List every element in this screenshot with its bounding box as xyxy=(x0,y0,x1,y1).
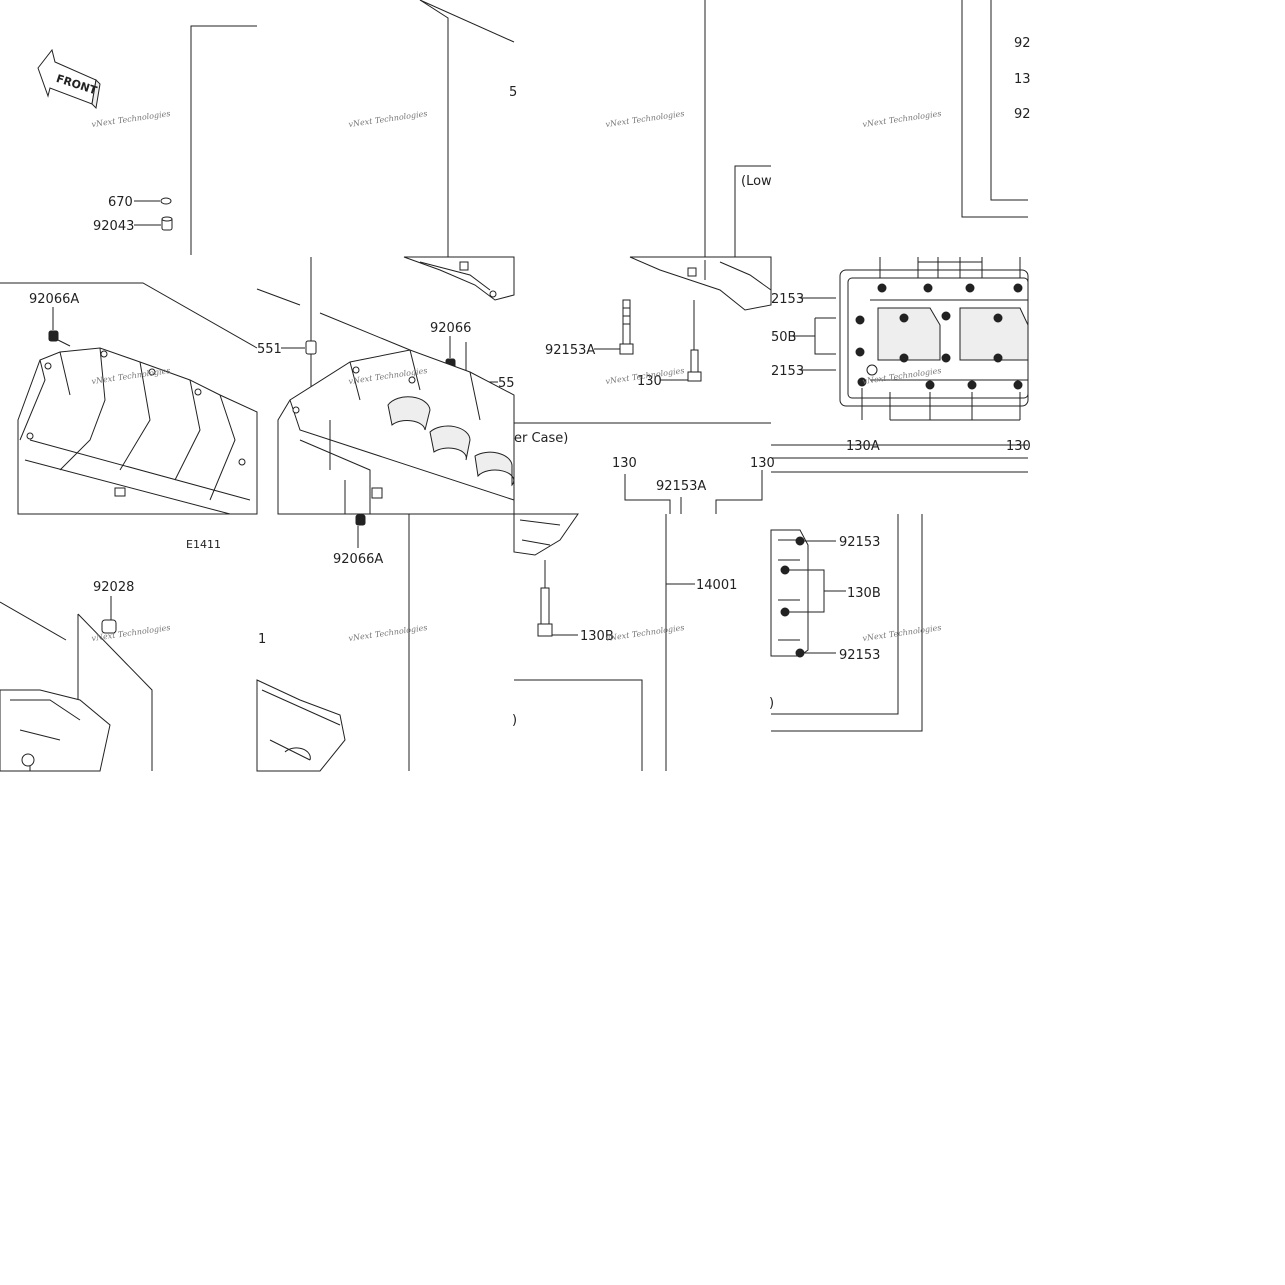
label-paren-a: ) xyxy=(512,713,517,728)
plug-92066A-bottom[interactable] xyxy=(355,514,366,548)
label-lower-case-b: er Case) xyxy=(514,431,568,446)
lower-case-side-fragment xyxy=(770,529,846,658)
label-13: 13 xyxy=(1014,72,1031,87)
label-14001: 14001 xyxy=(696,578,737,593)
part-labels: 670 92043 92066A 551 92066 55 5 92153A 1… xyxy=(29,36,1031,728)
label-92066A-bottom: 92066A xyxy=(333,552,383,567)
label-130-mid: 130 xyxy=(612,456,637,471)
front-arrow-icon: FRONT xyxy=(37,48,101,110)
leader-lines xyxy=(0,0,1028,771)
bolt-130B-bottom[interactable] xyxy=(537,560,578,637)
label-5: 5 xyxy=(509,85,517,100)
label-670: 670 xyxy=(108,195,133,210)
label-92153A-top: 92153A xyxy=(545,343,595,358)
label-130-top: 130 xyxy=(637,374,662,389)
label-551: 551 xyxy=(257,342,282,357)
o-ring-670[interactable] xyxy=(134,197,172,205)
label-130-right: 130 xyxy=(1006,439,1031,454)
label-92-a: 92 xyxy=(1014,36,1031,51)
watermark-4: vNext Technologies xyxy=(862,109,942,129)
label-92153-d: 92153 xyxy=(839,648,880,663)
bolt-130-top[interactable] xyxy=(660,300,702,382)
plug-92066A-top[interactable] xyxy=(48,307,71,347)
label-92043: 92043 xyxy=(93,219,134,234)
label-55: 55 xyxy=(498,376,515,391)
label-130B-partial: 50B xyxy=(771,330,796,345)
label-92153A-mid: 92153A xyxy=(656,479,706,494)
watermark-3: vNext Technologies xyxy=(605,109,685,129)
label-130B-right: 130B xyxy=(847,586,881,601)
label-92153-b: 2153 xyxy=(771,364,804,379)
label-92028: 92028 xyxy=(93,580,134,595)
crankcase-center xyxy=(277,349,515,515)
dowel-92043[interactable] xyxy=(134,216,173,231)
watermark-12: vNext Technologies xyxy=(862,623,942,643)
bolt-92153A-top[interactable] xyxy=(594,299,634,355)
crankcase-upper-left xyxy=(17,347,258,515)
crankcase-top-fragment xyxy=(403,256,515,301)
case-lower-center-fragment xyxy=(256,679,346,772)
case-upper-right-fragment xyxy=(629,256,772,311)
label-92153-c: 92153 xyxy=(839,535,880,550)
dowel-551[interactable] xyxy=(281,340,317,355)
label-92066A-top: 92066A xyxy=(29,292,79,307)
label-130B-bottom: 130B xyxy=(580,629,614,644)
watermarks: vNext Technologies vNext Technologies vN… xyxy=(91,109,942,643)
label-92066: 92066 xyxy=(430,321,471,336)
watermark-10: vNext Technologies xyxy=(348,623,428,643)
label-lower-case-a: (Low xyxy=(741,174,772,189)
plug-92028[interactable] xyxy=(101,596,117,634)
label-92153-a: 2153 xyxy=(771,292,804,307)
watermark-2: vNext Technologies xyxy=(348,109,428,129)
label-130A: 130A xyxy=(846,439,880,454)
case-mid-fragment xyxy=(513,513,579,556)
watermark-11: vNext Technologies xyxy=(605,623,685,643)
label-E1411: E1411 xyxy=(186,538,221,551)
label-1: 1 xyxy=(258,632,266,647)
lower-case-bottom-view xyxy=(792,257,1029,421)
case-lower-left-fragment xyxy=(0,689,111,772)
watermark-1: vNext Technologies xyxy=(91,109,171,129)
label-130-mid-right: 130 xyxy=(750,456,775,471)
label-paren-b: ) xyxy=(769,696,774,711)
tile-gaps xyxy=(0,0,190,18)
label-92-b: 92 xyxy=(1014,107,1031,122)
